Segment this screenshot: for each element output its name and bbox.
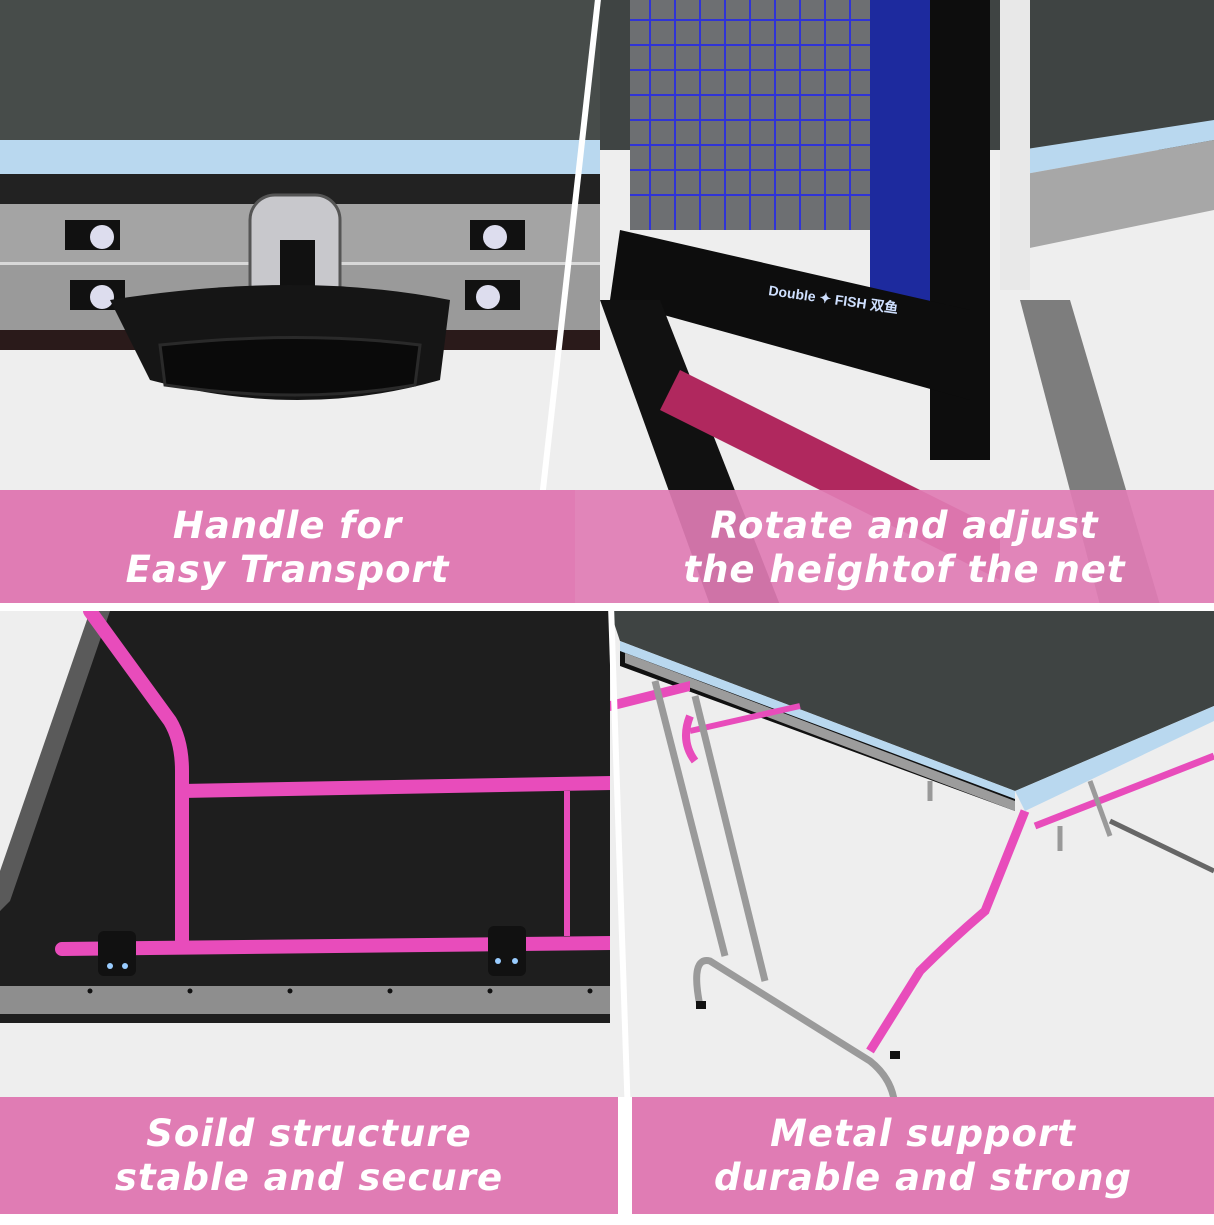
frame-underside-photo xyxy=(0,611,612,1097)
caption-text: Rotate and adjust the heightof the net xyxy=(683,503,1126,591)
caption-text: Handle for Easy Transport xyxy=(125,503,450,591)
caption-bar-bottom-right: Metal support durable and strong xyxy=(632,1097,1214,1214)
divider-horizontal xyxy=(0,603,1214,611)
caption-text: Soild structure stable and secure xyxy=(114,1111,504,1199)
panel-handle xyxy=(0,0,620,605)
case-handle-photo xyxy=(0,0,620,605)
caption-bar-top-left: Handle for Easy Transport xyxy=(0,490,575,605)
panel-frame xyxy=(0,611,612,1097)
panel-legs xyxy=(610,611,1214,1097)
table-legs-photo xyxy=(610,611,1214,1097)
caption-text: Metal support durable and strong xyxy=(713,1111,1133,1199)
caption-bar-bottom-left: Soild structure stable and secure xyxy=(0,1097,618,1214)
caption-bar-top-right: Rotate and adjust the heightof the net xyxy=(565,490,1214,605)
